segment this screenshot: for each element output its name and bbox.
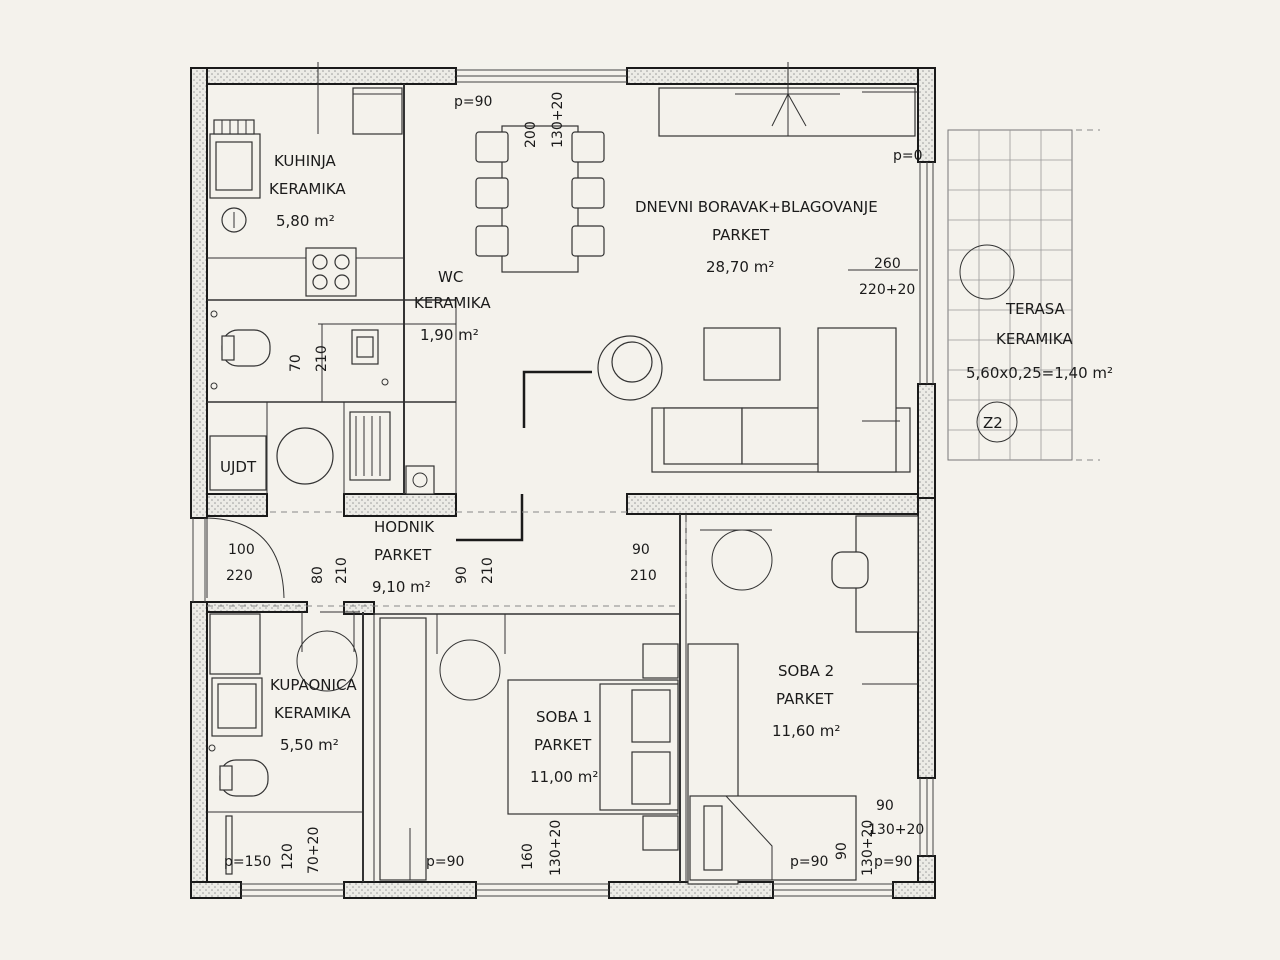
dim-70-20: 70+20 xyxy=(306,827,322,874)
interior-walls xyxy=(206,84,919,882)
kuhinja-name: KUHINJA xyxy=(274,152,336,170)
z2-label: Z2 xyxy=(983,414,1003,432)
terasa-area: 5,60x0,25=1,40 m² xyxy=(966,364,1113,382)
dim-80: 80 xyxy=(310,566,326,584)
dim-70: 70 xyxy=(288,354,304,372)
desk-chair xyxy=(831,551,869,589)
kupaonica-area: 5,50 m² xyxy=(280,736,339,754)
doors xyxy=(206,517,773,701)
dryer-rack-icon xyxy=(349,411,391,481)
hodnik-area: 9,10 m² xyxy=(372,578,431,596)
dining-table xyxy=(501,125,579,273)
dim-p90-b3: p=90 xyxy=(874,854,912,870)
kitchen-fixtures xyxy=(209,62,403,297)
dim-210-wc: 210 xyxy=(314,345,330,372)
hodnik-floor: PARKET xyxy=(374,546,432,564)
stove-icon xyxy=(305,247,357,297)
dim-p0: p=0 xyxy=(893,148,923,164)
exterior-walls xyxy=(190,67,936,899)
dim-260: 260 xyxy=(874,256,901,272)
dim-90-d: 90 xyxy=(834,842,850,860)
kupaonica-name: KUPAONICA xyxy=(270,676,357,694)
room-labels: KUHINJA KERAMIKA 5,80 m² WC KERAMIKA 1,9… xyxy=(220,152,1113,786)
dimension-labels: p=90 200 130+20 p=0 260 220+20 70 210 10… xyxy=(224,92,924,876)
soba2-area: 11,60 m² xyxy=(772,722,840,740)
soba2-name: SOBA 2 xyxy=(778,662,834,680)
ujdt-name: UJDT xyxy=(220,458,257,476)
terrace-tiles xyxy=(947,129,1100,461)
kupaonica-floor: KERAMIKA xyxy=(274,704,351,722)
dnevni-floor: PARKET xyxy=(712,226,770,244)
dim-210-c: 210 xyxy=(630,568,657,584)
dim-p90-b2: p=90 xyxy=(790,854,828,870)
kuhinja-area: 5,80 m² xyxy=(276,212,335,230)
dining-set xyxy=(475,125,605,273)
dim-p90-b1: p=90 xyxy=(426,854,464,870)
dim-130-20-c: 130+20 xyxy=(868,822,924,838)
dim-210-a: 210 xyxy=(334,557,350,584)
wardrobe-1 xyxy=(379,617,427,881)
wc-fixtures xyxy=(209,310,456,495)
kuhinja-floor: KERAMIKA xyxy=(269,180,346,198)
fridge-icon xyxy=(352,87,403,135)
soba2-floor: PARKET xyxy=(776,690,834,708)
dim-210-b: 210 xyxy=(480,557,496,584)
washing-machine-icon xyxy=(276,427,334,485)
dim-90-a: 90 xyxy=(454,566,470,584)
dim-130-20-b: 130+20 xyxy=(548,820,564,876)
dim-220-20: 220+20 xyxy=(859,282,915,298)
wc-floor: KERAMIKA xyxy=(414,294,491,312)
bathroom-fixtures xyxy=(208,613,269,875)
dim-130-20-d: 130+20 xyxy=(860,820,876,876)
wc-area: 1,90 m² xyxy=(420,326,479,344)
dim-100: 100 xyxy=(228,542,255,558)
dim-90-c: 90 xyxy=(876,798,894,814)
soba1-floor: PARKET xyxy=(534,736,592,754)
dnevni-name: DNEVNI BORAVAK+BLAGOVANJE xyxy=(635,198,878,216)
soba1-area: 11,00 m² xyxy=(530,768,598,786)
dnevni-area: 28,70 m² xyxy=(706,258,774,276)
coffee-table xyxy=(703,327,781,381)
terrace-table xyxy=(959,244,1015,300)
dim-160: 160 xyxy=(520,843,536,870)
dim-220: 220 xyxy=(226,568,253,584)
terasa-name: TERASA xyxy=(1005,300,1066,318)
wc-name: WC xyxy=(438,268,463,286)
soba1-name: SOBA 1 xyxy=(536,708,592,726)
bedroom1-furniture xyxy=(379,617,679,881)
dim-200: 200 xyxy=(523,121,539,148)
hodnik-name: HODNIK xyxy=(374,518,435,536)
drainer-icon xyxy=(213,119,255,135)
dim-p150: p=150 xyxy=(224,854,271,870)
dim-120: 120 xyxy=(280,843,296,870)
dim-p90-top: p=90 xyxy=(454,94,492,110)
z2-marker xyxy=(976,401,1018,443)
dim-90-b: 90 xyxy=(632,542,650,558)
bedroom2-furniture xyxy=(687,515,919,885)
living-set xyxy=(597,62,918,473)
terasa-floor: KERAMIKA xyxy=(996,330,1073,348)
boiler-icon xyxy=(405,465,435,495)
dim-130-20-top: 130+20 xyxy=(550,92,566,148)
